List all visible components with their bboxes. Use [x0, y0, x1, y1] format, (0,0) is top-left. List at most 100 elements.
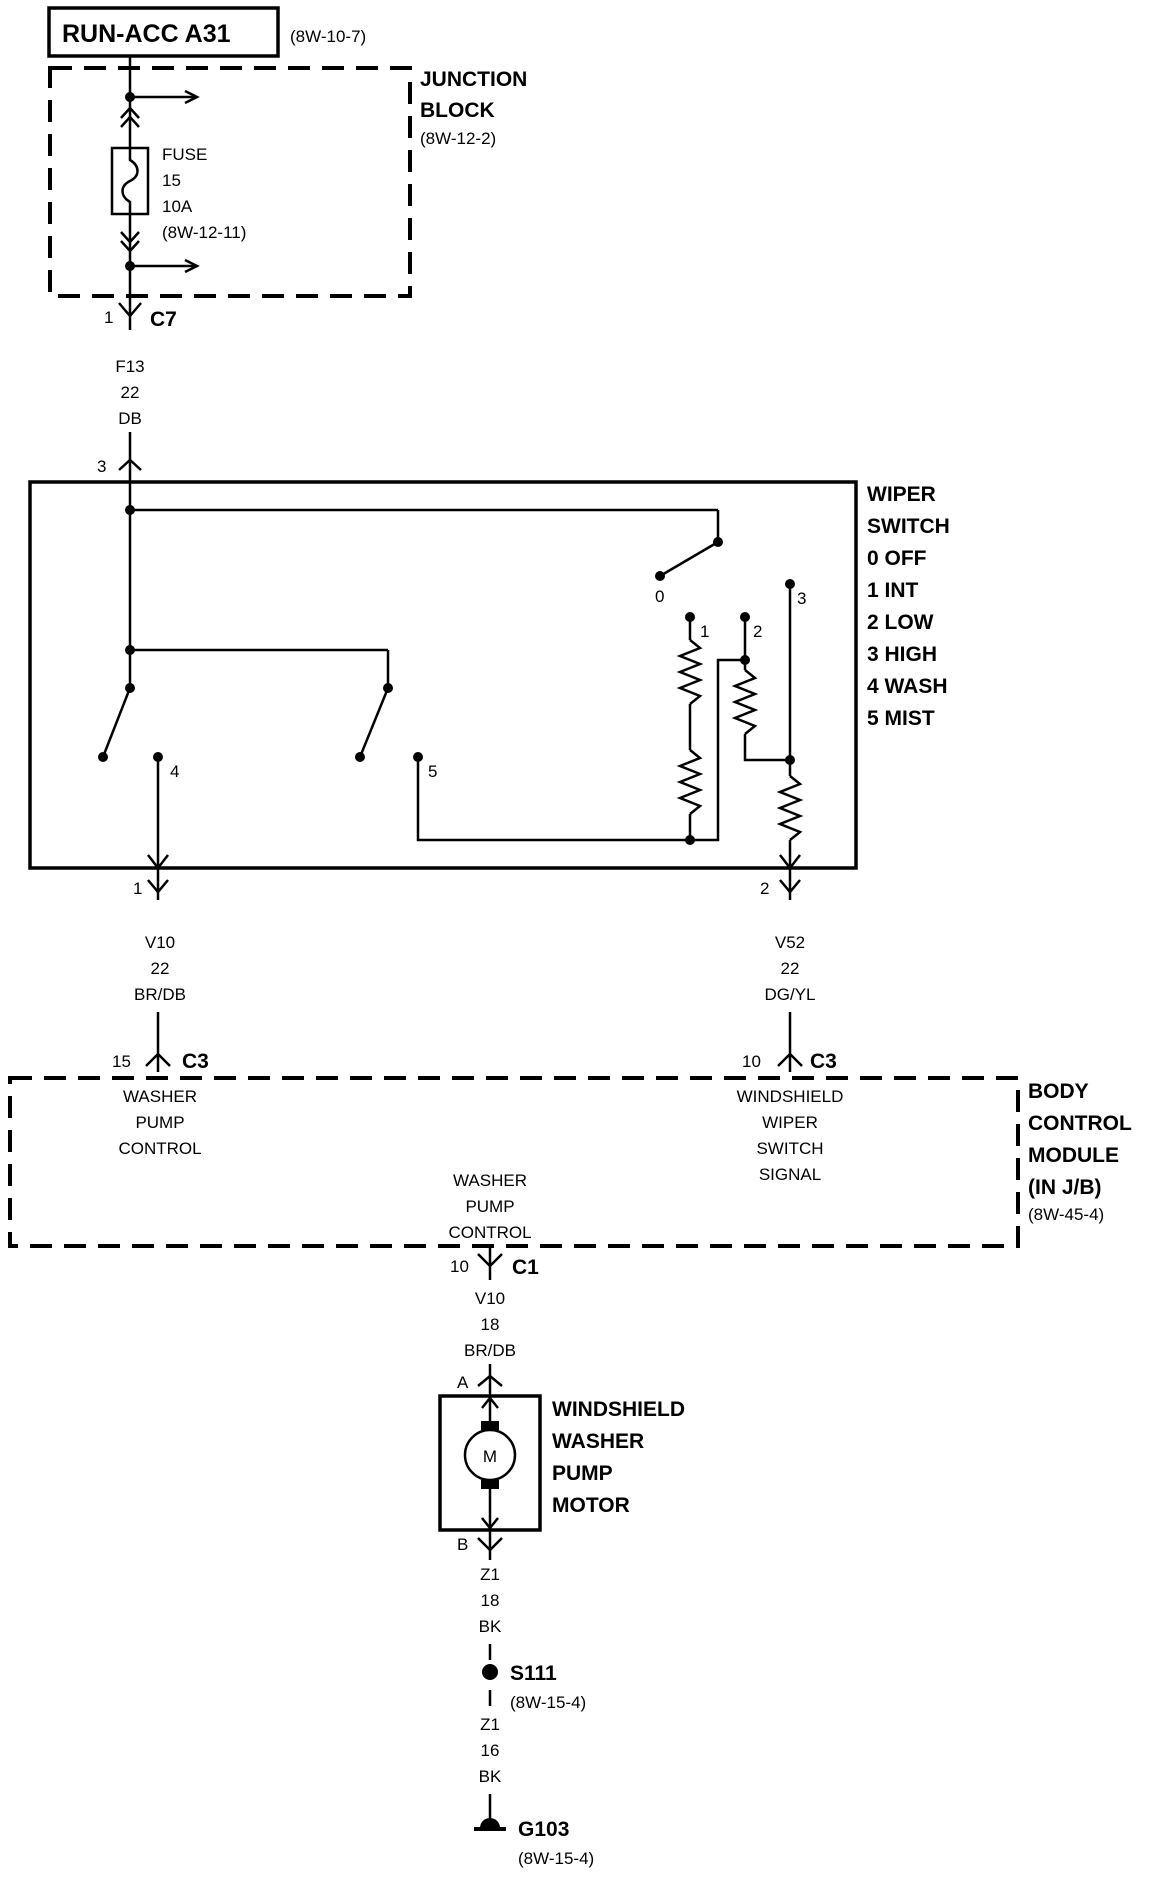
- motor-pin-b-label: B: [457, 1535, 468, 1554]
- motor-arrow-top: [481, 1395, 499, 1409]
- wash-arm: [101, 687, 132, 758]
- fuse-ref: (8W-12-11): [162, 223, 246, 242]
- wire-z1b-gauge: 16: [481, 1741, 500, 1760]
- wire-v10b-color: BR/DB: [464, 1341, 516, 1360]
- mist-return-wire: [416, 757, 690, 842]
- int-resistor-2: [676, 749, 704, 815]
- bcm-title-3: MODULE: [1028, 1144, 1119, 1167]
- wire-z1b-circuit: Z1: [480, 1715, 500, 1734]
- junction-block-outline: [48, 66, 412, 298]
- fuse-number: 15: [162, 171, 181, 190]
- wire-v10a-color: BR/DB: [134, 985, 186, 1004]
- wiper-switch-pos-0: 0 OFF: [867, 547, 927, 570]
- wire-f13-color: DB: [118, 409, 142, 428]
- junction-block-ref: (8W-12-2): [420, 129, 496, 148]
- low-lead-bottom: [743, 734, 790, 762]
- bcm-in-left-2: PUMP: [135, 1113, 184, 1132]
- motor-title-2: WASHER: [552, 1430, 644, 1453]
- low-resistor: [731, 669, 759, 735]
- arrow-head-top: [184, 89, 200, 105]
- contact-2-label: 2: [753, 622, 762, 641]
- wire-z1a-gauge: 18: [481, 1591, 500, 1610]
- wire-f13-gauge: 22: [121, 383, 140, 402]
- splice-name: S111: [510, 1662, 557, 1685]
- bcm-title-4: (IN J/B): [1028, 1176, 1102, 1199]
- c3-right-pin: 10: [742, 1052, 761, 1071]
- low-crossover-wire: [690, 658, 745, 842]
- wiper-switch-box: [28, 480, 858, 870]
- int-resistor-1: [676, 639, 704, 705]
- fuse-chevron-bottom-1: [120, 231, 140, 244]
- junction-block-title-1: JUNCTION: [420, 68, 527, 91]
- switch-pin2-label: 2: [760, 879, 769, 898]
- motor-brush-top: [481, 1421, 499, 1430]
- motor-title-4: MOTOR: [552, 1494, 630, 1517]
- c3-left-pin: 15: [112, 1052, 131, 1071]
- wire-v10b-gauge: 18: [481, 1315, 500, 1334]
- high-resistor: [776, 775, 804, 841]
- contact-1-label: 1: [700, 622, 709, 641]
- c3-left-connector: [145, 1052, 171, 1067]
- motor-symbol-label: M: [483, 1447, 497, 1466]
- fuse-label: FUSE: [162, 145, 207, 164]
- bcm-title-1: BODY: [1028, 1080, 1089, 1103]
- wiper-switch-title-1: WIPER: [867, 483, 936, 506]
- wire-z1a-color: BK: [479, 1617, 502, 1636]
- bcm-in-right-4: SIGNAL: [759, 1165, 821, 1184]
- motor-symbol: [463, 1428, 517, 1482]
- bcm-out-3: CONTROL: [448, 1223, 531, 1242]
- mist-idle-contact: [355, 752, 365, 762]
- c3-left-name: C3: [182, 1050, 209, 1073]
- c3-right-name: C3: [810, 1050, 837, 1073]
- contact-3-label: 3: [797, 589, 806, 608]
- switch-pin3-connector: [118, 458, 142, 471]
- switch-pin3-label: 3: [97, 457, 106, 476]
- wire-v52-circuit: V52: [775, 933, 805, 952]
- bcm-in-left-1: WASHER: [123, 1087, 197, 1106]
- c3-right-connector: [777, 1052, 803, 1067]
- contact-5-label: 5: [428, 762, 437, 781]
- fuse-chevron-top-2: [120, 115, 140, 128]
- junction-block-title-2: BLOCK: [420, 99, 495, 122]
- bcm-out-2: PUMP: [465, 1197, 514, 1216]
- power-source-ref: (8W-10-7): [290, 27, 366, 46]
- wiper-switch-pos-4: 4 WASH: [867, 675, 948, 698]
- power-source-box: [47, 6, 280, 58]
- c7-pin: 1: [104, 308, 113, 327]
- splice-s111: [482, 1664, 498, 1680]
- wire-z1b-color: BK: [479, 1767, 502, 1786]
- switch-pin1-label: 1: [133, 879, 142, 898]
- contact-0: [655, 571, 665, 581]
- bcm-ref: (8W-45-4): [1028, 1205, 1104, 1224]
- wire-f13-circuit: F13: [115, 357, 144, 376]
- wash-idle-contact: [98, 752, 108, 762]
- wire-v52-gauge: 22: [781, 959, 800, 978]
- c1-pin: 10: [450, 1257, 469, 1276]
- ground-name: G103: [518, 1818, 569, 1841]
- arrow-head-bottom: [184, 258, 200, 274]
- wire-v52-color: DG/YL: [764, 985, 815, 1004]
- c7-name: C7: [150, 308, 177, 331]
- motor-pin-a-label: A: [457, 1373, 469, 1392]
- switch-off-arm: [659, 540, 719, 578]
- wire-v10a-gauge: 22: [151, 959, 170, 978]
- contact-0-label: 0: [655, 587, 664, 606]
- contact-4-label: 4: [170, 762, 179, 781]
- wiper-switch-pos-5: 5 MIST: [867, 707, 935, 730]
- splice-ref: (8W-15-4): [510, 1693, 586, 1712]
- fuse-chevron-bottom-2: [120, 240, 140, 253]
- motor-brush-bottom: [481, 1480, 499, 1489]
- mist-arm: [358, 687, 390, 758]
- bcm-outline: [8, 1076, 1020, 1248]
- motor-title-3: PUMP: [552, 1462, 613, 1485]
- bcm-in-right-1: WINDSHIELD: [737, 1087, 844, 1106]
- wire-v10a-circuit: V10: [145, 933, 175, 952]
- bcm-in-right-2: WIPER: [762, 1113, 818, 1132]
- low-node: [740, 655, 750, 665]
- wiper-switch-pos-2: 2 LOW: [867, 611, 934, 634]
- bcm-out-1: WASHER: [453, 1171, 527, 1190]
- ground-symbol: [480, 1818, 500, 1828]
- wiper-switch-title-2: SWITCH: [867, 515, 950, 538]
- fuse-element: [121, 148, 139, 214]
- c1-name: C1: [512, 1256, 539, 1279]
